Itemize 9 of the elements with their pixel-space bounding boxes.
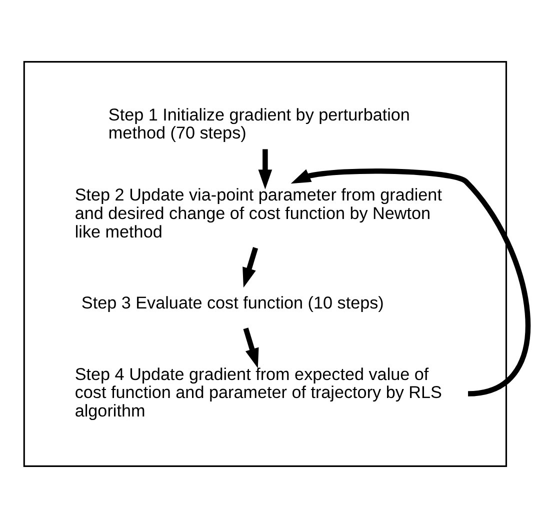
node-text: Step 4 Update gradient from expected value of cost function and parameter of trajectory by RLS algorithm bbox=[74, 364, 442, 420]
arrow bbox=[258, 148, 272, 189]
arrow bbox=[243, 327, 259, 368]
node-text: Step 1 Initialize gradient by perturbation method (70 steps) bbox=[108, 104, 410, 142]
node-text: Step 3 Evaluate cost function (10 steps) bbox=[81, 293, 384, 312]
cluster bbox=[23, 60, 508, 466]
arrow bbox=[242, 246, 258, 288]
arrow bbox=[290, 168, 530, 396]
node-text: Step 2 Update via-point parameter from gradient and desired change of cost function by Newton like method bbox=[74, 185, 442, 242]
